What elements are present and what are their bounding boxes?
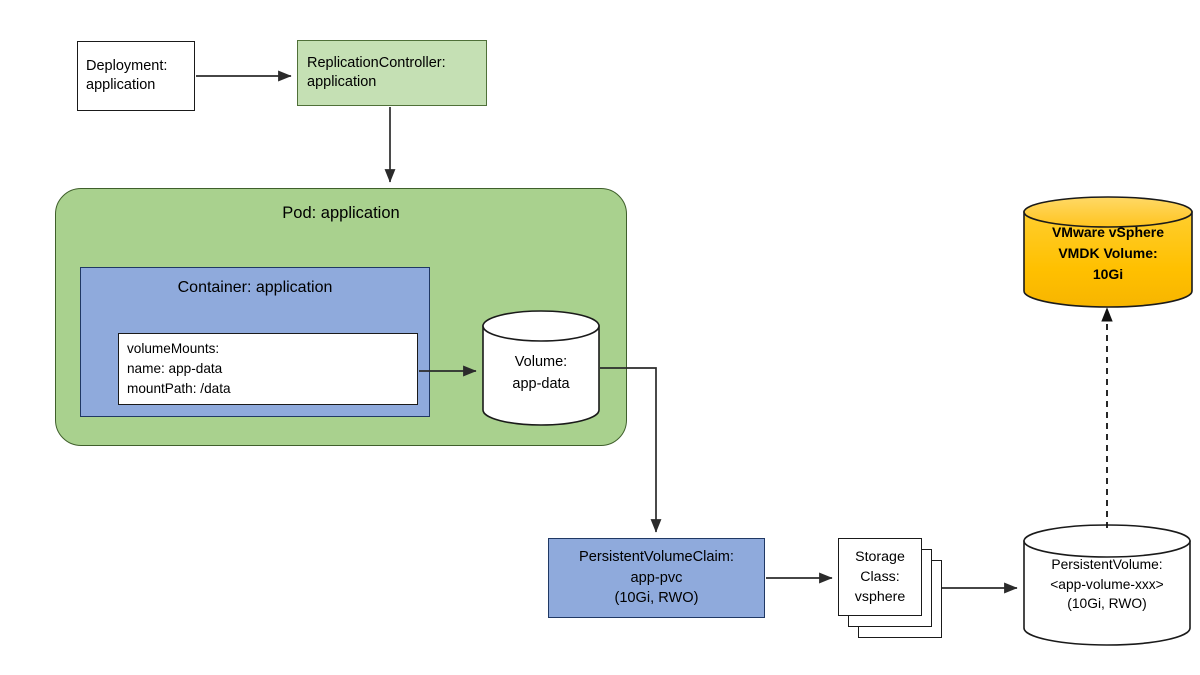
cylinder-shape-icon <box>482 310 600 426</box>
volume-mounts-node[interactable]: volumeMounts: name: app-data mountPath: … <box>118 333 418 405</box>
cylinder-shape-icon <box>1023 524 1191 646</box>
deployment-node[interactable]: Deployment: application <box>77 41 195 111</box>
storage-class-node[interactable]: Storage Class: vsphere <box>838 538 942 638</box>
persistent-volume-cylinder-node[interactable]: PersistentVolume: <app-volume-xxx> (10Gi… <box>1023 524 1191 646</box>
vmdk-volume-cylinder-node[interactable]: VMware vSphere VMDK Volume: 10Gi <box>1023 196 1193 308</box>
replication-controller-node[interactable]: ReplicationController: application <box>297 40 487 106</box>
persistent-volume-claim-node[interactable]: PersistentVolumeClaim: app-pvc (10Gi, RW… <box>548 538 765 618</box>
storage-class-label: Storage Class: vsphere <box>838 538 922 616</box>
cylinder-shape-icon <box>1023 196 1193 308</box>
volume-cylinder-node[interactable]: Volume: app-data <box>482 310 600 426</box>
